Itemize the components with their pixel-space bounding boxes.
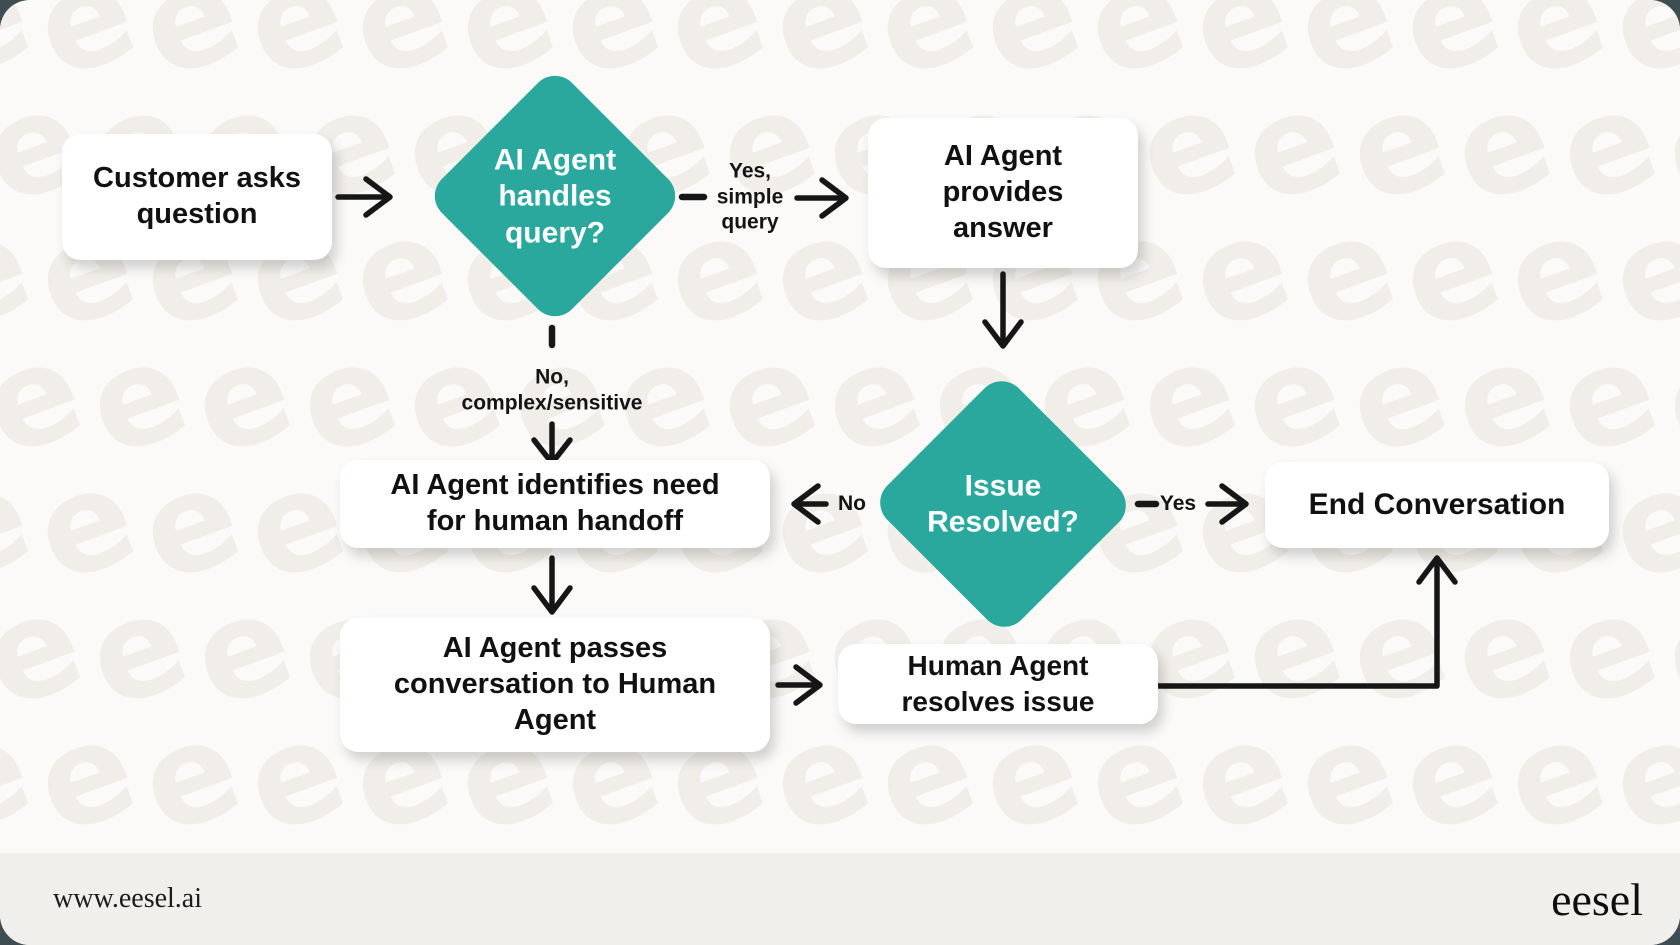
arrow-yes-to-end-conversation <box>1205 483 1249 525</box>
footer-site-url: www.eesel.ai <box>53 883 203 914</box>
arrow-identifies-to-passes <box>531 555 573 615</box>
decision-issue-resolved-label: Issue Resolved? <box>927 469 1079 539</box>
arrow-passes-to-human-resolves <box>775 664 823 706</box>
edge-label-yes-simple-query: Yes, simple query <box>716 159 784 234</box>
node-ai-agent-passes-conversation: AI Agent passes conversation to Human Ag… <box>340 618 770 752</box>
node-human-agent-resolves: Human Agent resolves issue <box>838 644 1158 724</box>
node-end-conversation: End Conversation <box>1265 462 1609 548</box>
eesel-wordmark-logo: eesel <box>1551 873 1643 925</box>
arrow-start-to-decision <box>335 176 393 218</box>
edge-label-no-complex-sensitive: No, complex/sensitive <box>461 365 643 414</box>
edge-label-no: No <box>838 492 866 516</box>
arrow-provides-answer-to-issue-resolved <box>982 271 1024 349</box>
arrow-yes-to-provides-answer <box>794 177 849 219</box>
arrow-issue-resolved-no-to-identifies <box>791 483 829 525</box>
arrow-no-complex-to-identifies <box>531 421 573 466</box>
edge-label-yes: Yes <box>1159 492 1197 516</box>
footer-band: www.eesel.ai eesel <box>0 853 1680 945</box>
node-customer-asks-question: Customer asks question <box>62 134 332 260</box>
node-ai-agent-provides-answer: AI Agent provides answer <box>868 118 1138 268</box>
node-ai-agent-identifies-handoff: AI Agent identifies need for human hando… <box>340 460 770 548</box>
connector-human-resolves-to-end-conversation <box>1155 555 1458 689</box>
decision-ai-agent-handles-query-label: AI Agent handles query? <box>493 143 617 250</box>
